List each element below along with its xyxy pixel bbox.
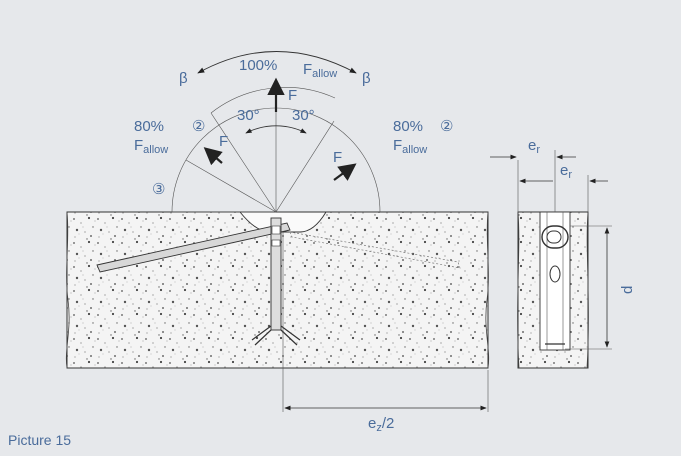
left-f-allow-label: Fallow bbox=[134, 137, 168, 156]
angle-right-label: 30° bbox=[292, 107, 315, 124]
top-force-label: F bbox=[288, 87, 297, 104]
top-f-allow-label: Fallow bbox=[303, 61, 337, 80]
front-section-block bbox=[517, 211, 589, 369]
figure-caption: Picture 15 bbox=[8, 432, 72, 448]
d-dimension: d bbox=[565, 225, 636, 350]
right-percent-label: 80% bbox=[393, 118, 423, 135]
er-dimensions: er er bbox=[490, 137, 608, 212]
beta-right-label: β bbox=[362, 70, 371, 87]
left-percent-label: 80% bbox=[134, 118, 164, 135]
anchor-body bbox=[251, 217, 301, 346]
ez-label: ez/2 bbox=[368, 415, 394, 434]
right-f-allow-label: Fallow bbox=[393, 137, 427, 156]
left-marker-label: ② bbox=[192, 118, 205, 135]
d-label: d bbox=[619, 286, 636, 294]
tie-rod bbox=[96, 222, 461, 273]
marker-3-label: ③ bbox=[152, 181, 165, 198]
right-force-label: F bbox=[333, 149, 342, 166]
labels: β β 100% Fallow F 30° 30° 80% ② Fallow F… bbox=[134, 57, 453, 198]
top-percent-label: 100% bbox=[239, 57, 277, 74]
beta-left-label: β bbox=[179, 70, 188, 87]
right-marker-label: ② bbox=[440, 118, 453, 135]
force-arrows bbox=[203, 77, 357, 181]
er-bottom-label: er bbox=[560, 162, 572, 181]
left-force-label: F bbox=[219, 133, 228, 150]
angle-left-label: 30° bbox=[237, 107, 260, 124]
drill-cone bbox=[239, 211, 327, 233]
ez-dimension: ez/2 bbox=[282, 232, 489, 434]
er-top-label: er bbox=[528, 137, 540, 156]
